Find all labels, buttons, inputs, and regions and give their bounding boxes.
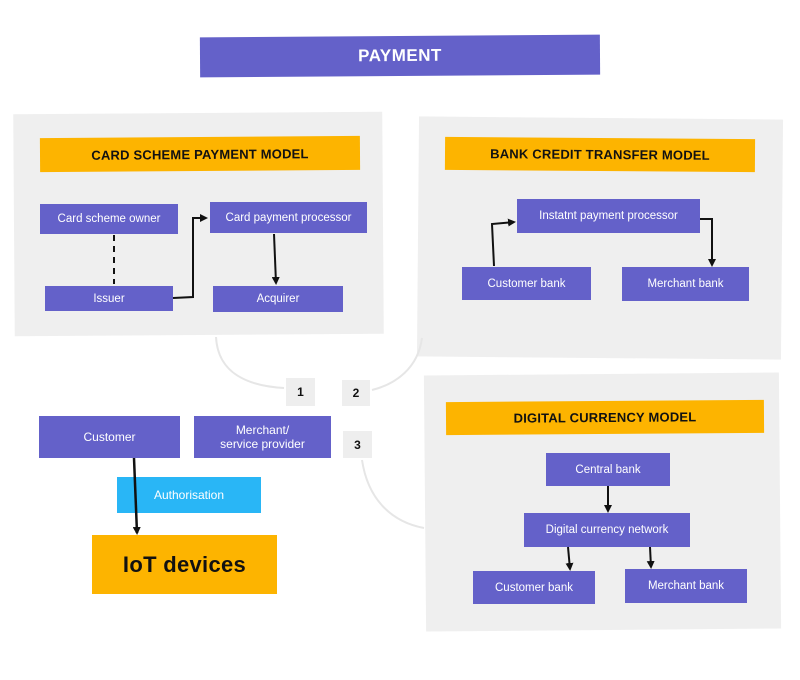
curve-link-2: [371, 337, 423, 391]
merchant-line-1: Merchant/: [235, 423, 290, 437]
bank-credit-title: BANK CREDIT TRANSFER MODEL: [444, 136, 756, 173]
merchant-line-2: service provider: [220, 437, 305, 451]
digital-currency-network-box: Digital currency network: [524, 513, 690, 547]
iot-devices-box: IoT devices: [92, 535, 277, 594]
link-number-2: 2: [342, 380, 370, 406]
merchant-box: Merchant/ service provider: [194, 416, 331, 458]
card-scheme-title: CARD SCHEME PAYMENT MODEL: [39, 135, 361, 173]
bank-credit-merchant-bank-box: Merchant bank: [622, 267, 749, 301]
page-title: PAYMENT: [199, 34, 601, 78]
authorisation-box: Authorisation: [117, 477, 261, 513]
link-number-1: 1: [286, 378, 315, 406]
central-bank-box: Central bank: [546, 453, 670, 486]
link-number-3: 3: [343, 431, 372, 458]
bank-credit-customer-bank-box: Customer bank: [462, 267, 591, 300]
card-scheme-owner-box: Card scheme owner: [40, 204, 178, 234]
curve-link-3: [361, 459, 425, 529]
curve-link-1: [215, 336, 285, 389]
acquirer-box: Acquirer: [213, 286, 343, 312]
issuer-box: Issuer: [45, 286, 173, 311]
instant-payment-processor-box: Instatnt payment processor: [517, 199, 700, 233]
digital-currency-customer-bank-box: Customer bank: [473, 571, 595, 604]
digital-currency-title: DIGITAL CURRENCY MODEL: [445, 399, 765, 436]
customer-box: Customer: [39, 416, 180, 458]
card-payment-processor-box: Card payment processor: [210, 202, 367, 233]
digital-currency-merchant-bank-box: Merchant bank: [625, 569, 747, 603]
